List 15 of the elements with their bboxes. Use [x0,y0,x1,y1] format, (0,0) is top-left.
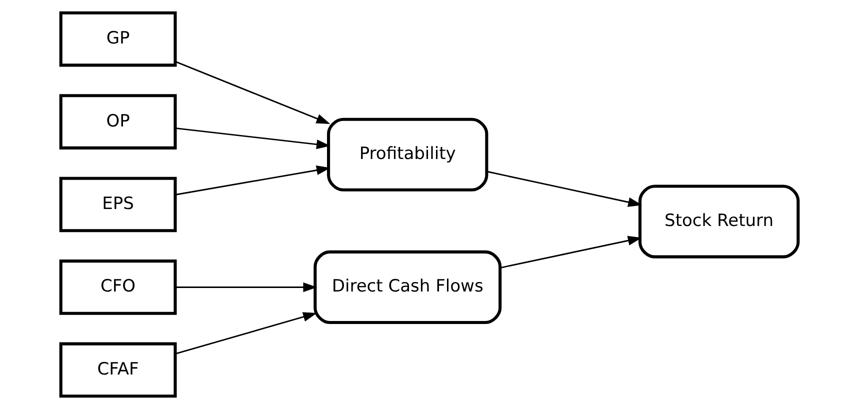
arrow [486,170,642,207]
node-box: Direct Cash Flows [313,250,502,324]
arrow [500,236,642,268]
node-box: OP [58,94,176,150]
arrow [174,312,317,355]
arrow [174,282,317,292]
arrow [174,165,330,196]
node-box: Stock Return [638,184,800,258]
arrow [174,127,330,150]
node-box: CFAF [58,342,176,398]
node-box: Profitability [326,118,488,192]
node-box: GP [58,11,176,67]
arrow [174,60,330,124]
node-box: EPS [58,176,176,232]
node-box: CFO [58,260,176,315]
